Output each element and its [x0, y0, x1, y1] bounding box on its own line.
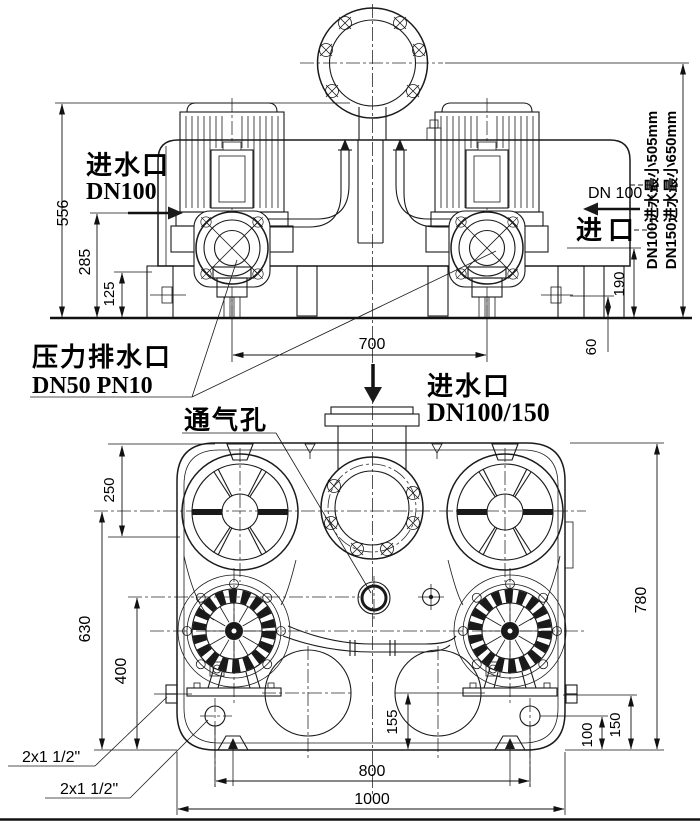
dim-700: 700	[359, 336, 386, 353]
hex-plug	[418, 584, 444, 610]
dim-285: 285	[77, 249, 94, 276]
connecting-pipe	[282, 625, 457, 656]
dim-100: 100	[579, 722, 596, 747]
flow-arrow-down-inlet	[364, 364, 382, 403]
dim-780: 780	[633, 587, 650, 614]
dim-60: 60	[583, 339, 600, 356]
dim-800: 800	[359, 763, 386, 780]
top-flange	[316, 7, 429, 140]
vent-hole	[357, 581, 391, 615]
label-min-inlet-dn100: DN100进水最小505mm	[643, 111, 661, 269]
thread-side-leader	[8, 696, 168, 767]
dim-125: 125	[101, 281, 118, 306]
label-inlet-front-dn: DN100/150	[427, 398, 550, 427]
label-inlet-side-dn: DN100	[86, 179, 157, 205]
inlet-flange-front	[320, 406, 424, 560]
flow-arrow-left-inlet	[128, 206, 183, 220]
pump-left	[170, 102, 294, 319]
flow-arrow-right-inlet	[583, 202, 640, 216]
label-pressure-outlet-cn: 压力排水口	[32, 343, 172, 372]
dimensions: 556 285 125 700 190 60 250 630 400 780 1…	[55, 62, 689, 815]
motor-fins	[440, 116, 534, 208]
vent-leader	[182, 432, 372, 594]
label-pressure-outlet-dn: DN50 PN10	[32, 373, 153, 399]
motor-fins	[185, 116, 279, 208]
inspection-cover-right	[446, 443, 564, 571]
dim-630: 630	[77, 616, 94, 643]
dim-155: 155	[384, 709, 401, 734]
dim-250: 250	[101, 477, 118, 502]
volute-right	[453, 574, 567, 697]
dim-190: 190	[611, 271, 628, 296]
labels: 进水口 DN100 DN 100 进口 DN100进水最小505mm DN150…	[8, 111, 680, 799]
top-view	[50, 4, 692, 404]
label-thread-side: 2x1 1/2"	[22, 749, 80, 766]
label-vent: 通气孔	[184, 405, 268, 435]
label-min-inlet-dn150: DN150进水最小650mm	[662, 111, 680, 269]
side-nipple-left	[154, 684, 192, 704]
discharge-pipes	[252, 139, 483, 228]
hidden-inlet-port	[629, 184, 653, 231]
dim-556: 556	[55, 200, 72, 227]
front-view	[94, 406, 586, 795]
volute-left	[177, 574, 291, 697]
label-inlet-right-name: 进口	[576, 216, 640, 245]
label-inlet-front-cn: 进水口	[427, 372, 511, 401]
pressure-outlet-leaders	[30, 250, 497, 398]
pump-right	[425, 102, 549, 319]
label-inlet-side-cn: 进水口	[86, 151, 170, 180]
label-inlet-right-dn: DN 100	[588, 185, 642, 202]
side-nipple-right	[565, 684, 578, 704]
inspection-cover-left	[181, 443, 299, 571]
dim-150: 150	[607, 712, 624, 737]
thread-anchor-leader	[45, 719, 209, 799]
suction-chamber-left	[264, 649, 352, 737]
label-thread-anchor: 2x1 1/2"	[60, 781, 118, 798]
tank-body	[146, 119, 653, 319]
dim-1000: 1000	[354, 791, 390, 808]
dim-400: 400	[113, 658, 130, 685]
